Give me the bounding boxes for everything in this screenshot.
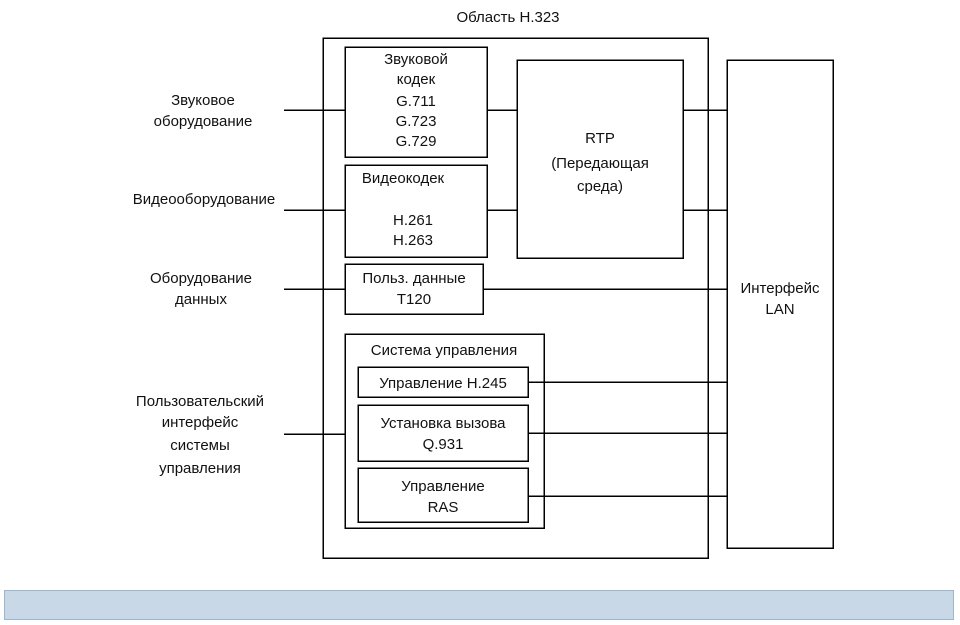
data-equipment-label: Оборудование bbox=[150, 270, 252, 287]
audio-equipment-label: оборудование bbox=[154, 113, 253, 130]
video-codec-title: Видеокодек bbox=[362, 170, 445, 187]
audio-equipment-label: Звуковое bbox=[171, 92, 235, 109]
audio-codec-standard: G.711 bbox=[396, 93, 436, 110]
lan-interface-box bbox=[726, 59, 834, 549]
lan-interface-label: Интерфейс bbox=[740, 280, 820, 297]
rtp-label: RTP bbox=[585, 130, 615, 147]
ras-label: RAS bbox=[428, 499, 459, 516]
audio-codec-label: Звуковой bbox=[384, 51, 448, 68]
control-ui-label: Пользовательский bbox=[136, 393, 264, 410]
rtp-label: среда) bbox=[577, 178, 623, 195]
call-setup-standard: Q.931 bbox=[423, 436, 464, 453]
user-data-label: Польз. данные bbox=[362, 270, 465, 287]
audio-codec-box bbox=[344, 46, 488, 158]
video-codec-standard: H.263 bbox=[393, 232, 433, 249]
video-codec-standard: H.261 bbox=[393, 212, 433, 229]
audio-codec-standard: G.723 bbox=[396, 113, 437, 130]
area-title: Область H.323 bbox=[456, 9, 559, 26]
ras-box bbox=[357, 467, 529, 523]
audio-codec-standard: G.729 bbox=[396, 133, 437, 150]
lan-interface-label: LAN bbox=[765, 301, 794, 318]
data-equipment-label: данных bbox=[175, 291, 227, 308]
video-equipment-label: Видеооборудование bbox=[133, 191, 276, 208]
control-system-box bbox=[344, 333, 545, 529]
ras-label: Управление bbox=[401, 478, 484, 495]
h323-area-box bbox=[322, 37, 709, 559]
control-system-title: Система управления bbox=[371, 342, 517, 359]
control-ui-label: управления bbox=[159, 460, 241, 477]
rtp-box bbox=[516, 59, 684, 259]
h245-label: Управление H.245 bbox=[379, 375, 507, 392]
control-ui-label: интерфейс bbox=[162, 414, 239, 431]
video-codec-box bbox=[344, 164, 488, 258]
rtp-label: (Передающая bbox=[551, 155, 649, 172]
control-ui-label: системы bbox=[170, 437, 230, 454]
call-setup-label: Установка вызова bbox=[380, 415, 506, 432]
caption-bar bbox=[4, 590, 954, 620]
audio-codec-label: кодек bbox=[397, 71, 436, 88]
h323-diagram: Область H.323 Звуковой кодек G.711 G.723… bbox=[133, 9, 834, 559]
user-data-standard: T120 bbox=[397, 291, 431, 308]
